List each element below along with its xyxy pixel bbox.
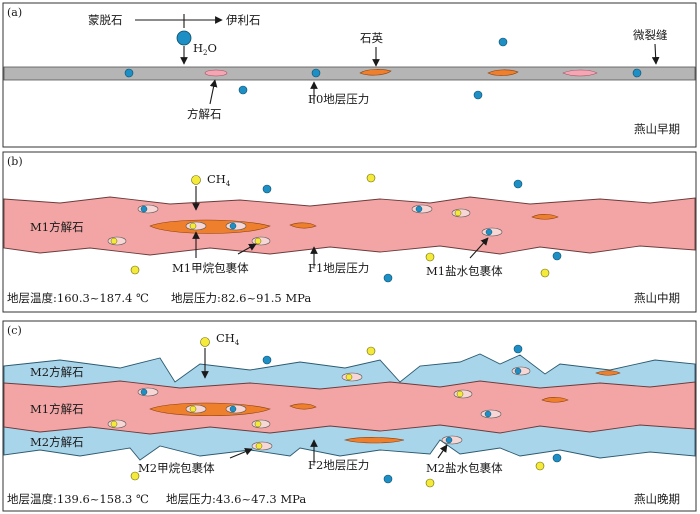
methane-label: CH4	[216, 331, 240, 347]
quartz-grain	[595, 370, 621, 376]
pressure-label: F2地层压力	[308, 458, 369, 472]
brine-inclusion-label: M2盐水包裹体	[426, 461, 503, 475]
water-molecule	[445, 436, 453, 444]
water-molecule	[383, 273, 393, 283]
water-molecule	[140, 388, 148, 396]
methane-label: CH4	[207, 172, 231, 188]
panel-a-id: (a)	[7, 6, 22, 19]
methane-inclusion-label: M1甲烷包裹体	[172, 261, 249, 275]
water-molecule	[513, 179, 523, 189]
microfracture-label: 微裂缝	[633, 28, 668, 42]
quartz-grain	[289, 222, 317, 229]
water-molecule	[262, 184, 272, 194]
methane-molecule	[255, 442, 263, 450]
quartz-grain	[343, 437, 405, 444]
quartz-grain	[289, 403, 317, 410]
quartz-grain	[541, 397, 569, 403]
water-molecule	[262, 355, 272, 365]
water-molecule	[383, 474, 393, 484]
m1-calcite-vein	[3, 196, 696, 256]
stage-label: 燕山早期	[634, 122, 680, 136]
methane-molecule	[191, 175, 201, 185]
methane-molecule	[345, 373, 353, 381]
water-molecule	[238, 85, 248, 95]
microfracture-arrow	[651, 43, 660, 65]
methane-molecule	[189, 405, 197, 413]
montmorillonite-label: 蒙脱石	[88, 13, 123, 27]
water-molecule	[552, 453, 562, 463]
water-molecule	[498, 37, 508, 47]
water-molecule	[229, 222, 237, 230]
methane-inclusion-label: M2甲烷包裹体	[138, 461, 215, 475]
methane-molecule	[189, 222, 197, 230]
quartz-grain	[487, 69, 519, 76]
pressure-label: F0地层压力	[308, 92, 369, 106]
methane-inclusion-arrow	[237, 243, 257, 255]
quartz-grain	[531, 214, 559, 220]
water-molecule	[473, 90, 483, 100]
water-molecule	[513, 344, 523, 354]
calcite-grain	[204, 69, 228, 77]
calcite-grain	[562, 69, 598, 77]
formation-pressure-label: 地层压力:82.6~91.5 MPa	[171, 291, 311, 305]
water-molecule	[229, 405, 237, 413]
methane-molecule	[110, 237, 118, 245]
m2-calcite-bottom-label: M2方解石	[30, 435, 84, 449]
water-molecule	[124, 68, 134, 78]
methane-molecule	[130, 265, 140, 275]
pressure-label: F1地层压力	[308, 261, 369, 275]
m1-calcite-label: M1方解石	[30, 220, 84, 234]
water-molecule	[176, 30, 192, 46]
formation-pressure-label: 地层压力:43.6~47.3 MPa	[166, 492, 306, 506]
temperature-label: 地层温度:160.3~187.4 ℃	[7, 291, 149, 305]
calcite-arrow	[209, 79, 218, 105]
panel-a: (a) 蒙脱石 伊利石 H2O 石英 微裂缝 方解石 F0地层压力 燕山早期	[2, 2, 697, 148]
methane-molecule	[454, 209, 462, 217]
panel-c: (c)	[2, 320, 697, 512]
water-label: H2O	[193, 41, 217, 57]
methane-molecule	[540, 268, 550, 278]
stage-label: 燕山中期	[634, 291, 680, 305]
panel-b-id: (b)	[7, 155, 23, 168]
methane-inclusion-arrow	[229, 448, 253, 459]
methane-molecule	[456, 390, 464, 398]
illite-label: 伊利石	[226, 13, 261, 27]
water-molecule	[485, 228, 493, 236]
brine-inclusion-arrow	[437, 444, 448, 459]
methane-molecule	[254, 237, 262, 245]
methane-molecule	[254, 420, 262, 428]
panel-c-id: (c)	[7, 324, 22, 337]
quartz-grain	[359, 69, 392, 76]
water-molecule	[514, 367, 522, 375]
water-molecule	[484, 410, 492, 418]
methane-molecule	[425, 252, 435, 262]
panel-b: (b) CH4 M1方解	[2, 151, 697, 313]
m1-calcite-label: M1方解石	[30, 402, 84, 416]
methane-molecule	[110, 420, 118, 428]
methane-molecule	[200, 337, 210, 347]
quartz-label: 石英	[360, 31, 383, 45]
methane-molecule	[425, 478, 435, 488]
brine-inclusion-arrow	[469, 237, 489, 259]
m1-calcite-band	[3, 380, 696, 435]
water-molecule	[140, 205, 148, 213]
stage-label: 燕山晚期	[634, 492, 680, 506]
calcite-label: 方解石	[187, 107, 222, 121]
water-molecule	[415, 205, 423, 213]
methane-molecule	[130, 471, 140, 481]
m2-calcite-top-label: M2方解石	[30, 365, 84, 379]
methane-molecule	[366, 346, 376, 356]
water-molecule	[311, 68, 321, 78]
water-molecule	[552, 251, 562, 261]
temperature-label: 地层温度:139.6~158.3 ℃	[7, 492, 149, 506]
methane-molecule	[535, 461, 545, 471]
water-molecule	[632, 68, 642, 78]
fracture-band	[3, 66, 696, 81]
brine-inclusion-label: M1盐水包裹体	[426, 264, 503, 278]
methane-molecule	[366, 173, 376, 183]
